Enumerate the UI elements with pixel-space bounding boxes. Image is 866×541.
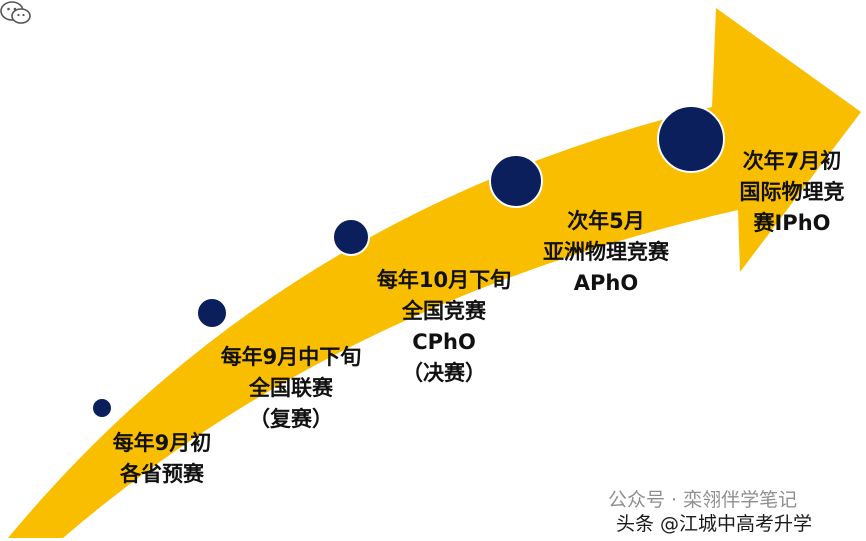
milestone-line: 亚洲物理竞赛 bbox=[543, 240, 669, 264]
milestone-line: 次年5月 bbox=[567, 209, 645, 233]
milestone-line: 国际物理竞 bbox=[739, 180, 845, 204]
milestone-label-apho: 次年5月 亚洲物理竞赛 APhO bbox=[543, 206, 669, 299]
milestone-line: （复赛） bbox=[249, 407, 333, 431]
milestone-dot-1 bbox=[91, 397, 113, 419]
milestone-line: 次年7月初 bbox=[742, 149, 842, 173]
milestone-line: 各省预赛 bbox=[120, 462, 204, 486]
watermark-account: 公众号 · 栾翎伴学笔记 bbox=[608, 489, 798, 511]
milestone-label-provincial: 每年9月初 各省预赛 bbox=[113, 428, 212, 490]
milestone-dot-2 bbox=[196, 297, 228, 329]
milestone-line: （决赛） bbox=[401, 361, 486, 385]
milestone-dots bbox=[91, 105, 725, 419]
wechat-icon bbox=[0, 1, 31, 24]
milestone-line: 全国联赛 bbox=[249, 376, 333, 400]
milestone-line: 每年9月初 bbox=[112, 431, 212, 455]
milestone-dot-5 bbox=[657, 105, 725, 173]
milestone-line: 全国竞赛 bbox=[401, 299, 486, 323]
milestone-line: 赛IPhO bbox=[753, 211, 831, 235]
watermark-source: 头条 @江城中高考升学 bbox=[616, 513, 813, 535]
milestone-label-ipho: 次年7月初 国际物理竞 赛IPhO bbox=[740, 146, 845, 239]
milestone-line: APhO bbox=[573, 271, 639, 295]
curved-arrow bbox=[8, 8, 861, 538]
milestone-dot-4 bbox=[489, 154, 543, 208]
milestone-line: 每年10月下旬 bbox=[376, 268, 512, 292]
milestone-label-national-league: 每年9月中下旬 全国联赛 （复赛） bbox=[221, 342, 362, 435]
milestone-dot-3 bbox=[332, 218, 370, 256]
milestone-line: CPhO bbox=[412, 330, 476, 354]
milestone-line: 每年9月中下旬 bbox=[220, 345, 362, 369]
milestone-label-cpho: 每年10月下旬 全国竞赛 CPhO （决赛） bbox=[377, 265, 511, 389]
